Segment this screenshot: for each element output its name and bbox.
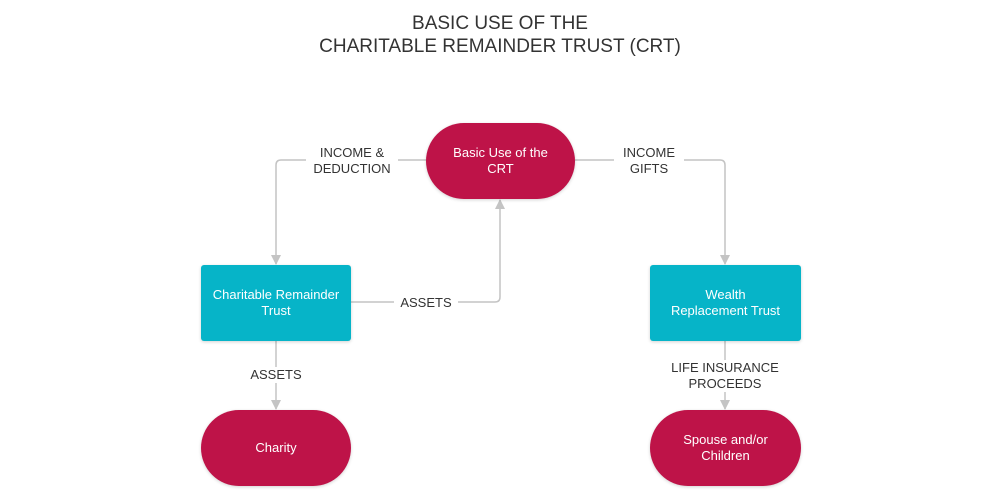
node-charitable-remainder-trust-line-2: Trust [261,303,291,318]
edge-label-assets-to-charity: ASSETS [243,367,309,383]
node-spouse-children: Spouse and/or Children [650,410,801,486]
title-line-1: BASIC USE OF THE [412,13,588,34]
edge-label-assets-to-crt-line-1: ASSETS [400,295,452,310]
node-wealth-replacement-trust-line-1: Wealth [705,287,746,302]
edge-label-income-gifts-line-2: GIFTS [629,161,669,176]
edge-label-assets-to-charity-line-1: ASSETS [250,367,302,382]
edge-label-income-gifts: INCOME GIFTS [614,145,684,177]
node-charitable-remainder-trust-line-1: Charitable Remainder [212,287,340,302]
node-spouse-children-line-1: Spouse and/or [683,432,768,447]
node-spouse-children-line-2: Children [701,448,750,463]
connector-income-gifts [575,159,730,265]
edge-label-life-insurance: LIFE INSURANCE PROCEEDS [662,360,788,392]
edge-label-life-insurance-line-2: PROCEEDS [688,376,762,391]
title-line-2: CHARITABLE REMAINDER TRUST (CRT) [319,36,681,57]
connector-income-deduction [271,159,426,265]
edge-label-life-insurance-line-1: LIFE INSURANCE [671,360,779,375]
node-charity-line-1: Charity [255,440,297,455]
edge-label-assets-to-crt: ASSETS [394,295,458,311]
edge-label-income-gifts-line-1: INCOME [623,145,675,160]
node-charity: Charity [201,410,351,486]
node-basic-use-crt-line-1: Basic Use of the [453,145,548,160]
node-basic-use-crt-line-2: CRT [487,161,514,176]
edge-label-income-deduction: INCOME & DEDUCTION [306,145,398,177]
diagram-title: BASIC USE OF THE CHARITABLE REMAINDER TR… [0,12,1000,58]
node-wealth-replacement-trust-line-2: Replacement Trust [670,303,781,318]
edge-label-income-deduction-line-1: INCOME & [319,145,385,160]
connector-assets-to-crt [351,199,505,303]
edge-label-income-deduction-line-2: DEDUCTION [313,161,391,176]
node-basic-use-crt: Basic Use of the CRT [426,123,575,199]
node-charitable-remainder-trust: Charitable Remainder Trust [201,265,351,341]
node-wealth-replacement-trust: Wealth Replacement Trust [650,265,801,341]
